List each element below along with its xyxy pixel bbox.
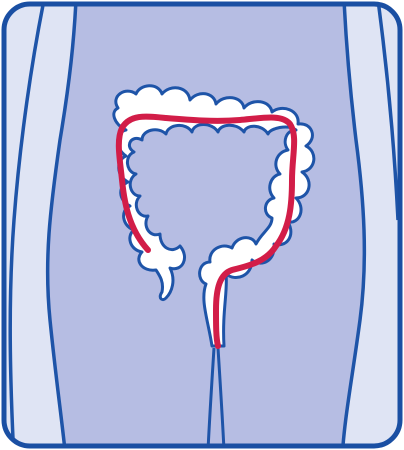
torso-silhouette	[48, 0, 365, 450]
